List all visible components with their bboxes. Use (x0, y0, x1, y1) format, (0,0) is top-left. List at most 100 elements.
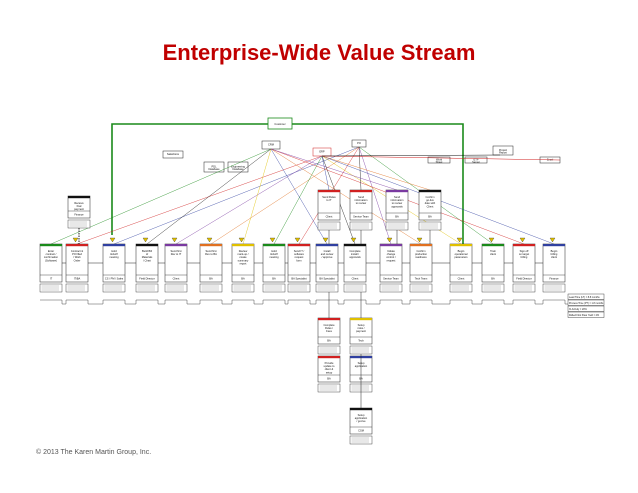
process-step-label: Materials (142, 255, 153, 259)
process-step-label: Hold (271, 249, 277, 253)
info-flow-line (358, 146, 392, 245)
process-step-header (263, 244, 285, 247)
process-step-role: Service Team (383, 277, 399, 281)
process-step-label: install / (351, 252, 359, 256)
process-step-header (288, 244, 310, 247)
info-system-label: Work (436, 158, 443, 162)
process-step-header (40, 244, 62, 247)
lower-branch-step-label: Provide (325, 361, 334, 365)
process-step-role: BA Specialist (291, 277, 306, 281)
lower-branch-step-label: setup (326, 370, 333, 374)
info-system-label: Database (208, 167, 220, 171)
info-system-box (203, 161, 225, 173)
lower-branch-step-label: Setup (358, 323, 365, 327)
upper-branch-step-label: information (355, 198, 368, 202)
process-step-role: BA (272, 277, 276, 281)
process-step-label: / Work (73, 255, 81, 259)
process-step-label: summary (238, 258, 249, 262)
info-flow-line (321, 155, 431, 191)
left-branch-step-role: Finance (74, 213, 84, 217)
upper-branch-step-label: Send (394, 195, 401, 199)
process-step-header (543, 244, 565, 247)
customer-feedback-line-left (111, 123, 268, 235)
process-step-label: meeting (109, 255, 119, 259)
page-title: Enterprise-Wide Value Stream (162, 40, 476, 65)
process-step-label: Send IT / (294, 249, 305, 253)
process-step-label: contract / (46, 252, 57, 256)
lower-branch-step-role: CSM (358, 429, 364, 433)
process-step-label: Rev to BA (205, 252, 217, 256)
lower-branch-step-label: application (355, 416, 368, 420)
process-step-role: Client (458, 277, 465, 281)
process-step-label: Initiate (387, 249, 395, 253)
inventory-triangle (488, 237, 495, 243)
process-step-label: kickoff (270, 252, 278, 256)
process-step-header (103, 244, 125, 247)
info-system-label: Database (232, 167, 244, 171)
upper-branch-step-header (318, 190, 340, 193)
process-step-label: create (239, 255, 247, 259)
summary-legend-row (567, 299, 605, 306)
upper-branch-step-role: BA (428, 215, 432, 219)
inventory-triangle (294, 237, 301, 243)
process-step-label: Complete (349, 249, 361, 253)
process-step-role: Tech Team (415, 277, 428, 281)
inventory-triangle (416, 237, 423, 243)
process-step-label: Begin (551, 249, 558, 253)
upper-branch-step-header (419, 190, 441, 193)
lower-branch-step-label: payment (356, 329, 366, 333)
process-step-label: parameters (454, 255, 468, 259)
lower-branch-step-label: Rules / (325, 326, 333, 330)
process-step-role: BA (241, 277, 245, 281)
process-step-role: BA (491, 277, 495, 281)
lower-branch-step-header (318, 318, 340, 321)
process-step-header (136, 244, 158, 247)
process-step-label: of (146, 252, 148, 256)
info-system-label: Sheet (436, 160, 443, 164)
info-flow-line (270, 148, 398, 191)
info-flow-line (321, 155, 330, 191)
lower-branch-step-header (350, 318, 372, 321)
upper-branch-step-label: Client (427, 204, 434, 208)
info-flow-line (76, 155, 323, 245)
inventory-triangle (109, 237, 116, 243)
lower-branch-step-label: update to (324, 364, 335, 368)
process-step-role: Field Director (516, 277, 532, 281)
process-step-label: / approve (322, 255, 333, 259)
upper-branch-step-role: Client (326, 215, 333, 219)
process-step-label: Train (490, 249, 496, 253)
info-flow-line (358, 146, 362, 191)
upper-branch-step-label: approvals (391, 204, 403, 208)
inventory-triangle (142, 237, 149, 243)
process-step-label: kickoff (110, 252, 118, 256)
process-step-label: Review (239, 249, 248, 253)
info-system-box (427, 156, 451, 164)
info-flow-line (175, 155, 323, 245)
upper-branch-step-label: Confirm (425, 195, 434, 199)
process-step-label: Build Bill (142, 249, 152, 253)
process-step-label: operational (455, 252, 468, 256)
info-system-label: ETP (473, 158, 478, 162)
process-step-label: confirmation (44, 255, 59, 259)
info-system-label: CRM (268, 143, 274, 147)
inventory-triangle (456, 237, 463, 243)
process-step-header (316, 244, 338, 247)
upper-branch-step-header (350, 190, 372, 193)
lower-branch-step-label: application (355, 364, 368, 368)
inventory-triangle (206, 237, 213, 243)
inventory-triangle (350, 237, 357, 243)
upper-branch-step-label: date with (425, 201, 436, 205)
process-step-label: Send first (206, 249, 217, 253)
lower-branch-step-header (350, 408, 372, 411)
process-step-label: client (490, 252, 496, 256)
inventory-triangle (171, 237, 178, 243)
copyright-footer: © 2013 The Karen Martin Group, Inc. (36, 449, 152, 456)
summary-legend-text: Lead Time (LT) = 8.8 months (569, 296, 600, 299)
process-step-role: BA Specialist (319, 277, 334, 281)
process-step-label: client (551, 255, 557, 259)
info-system-label: Server (472, 160, 480, 164)
process-step-role: IT (50, 277, 53, 281)
process-step-label: Begin (458, 249, 465, 253)
process-step-label: request (387, 258, 396, 262)
